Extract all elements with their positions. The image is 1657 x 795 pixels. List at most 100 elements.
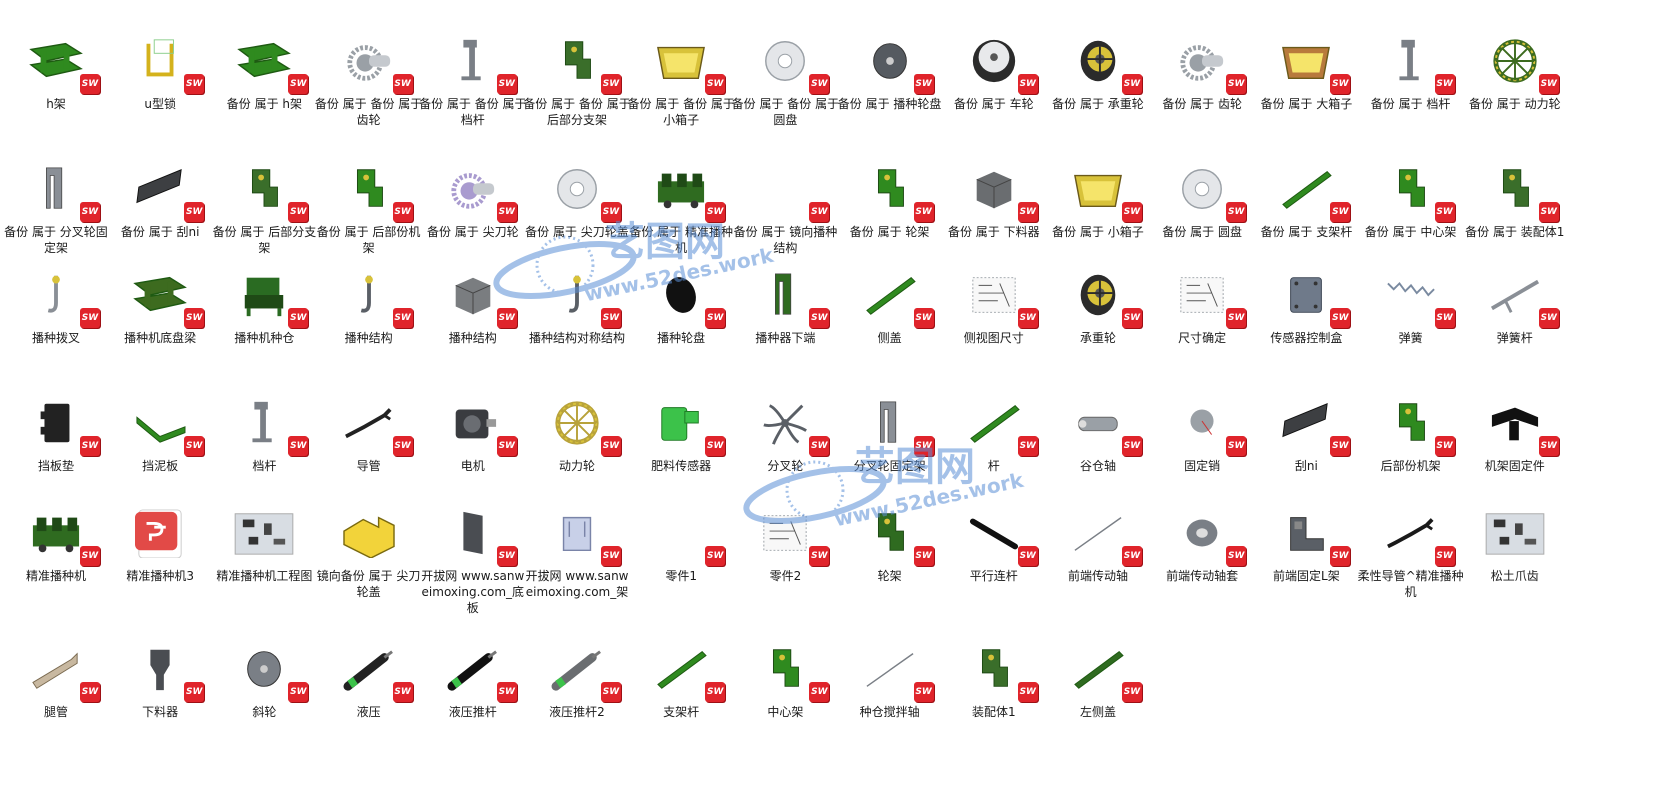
- file-thumbnail: SW: [531, 28, 623, 94]
- box-icon: [1074, 174, 1122, 208]
- file-name-label: 精准播种机3: [126, 569, 194, 583]
- file-item[interactable]: 松土爪齿: [1461, 500, 1569, 584]
- file-thumbnail: SW: [114, 156, 206, 222]
- file-thumbnail: SW: [1156, 262, 1248, 328]
- file-name-label: 备份 属于 分叉轮固定架: [4, 225, 108, 255]
- file-thumbnail: SW: [844, 500, 936, 566]
- file-item[interactable]: 精准播种机工程图: [210, 500, 318, 584]
- plate-v-icon: [46, 167, 63, 209]
- solidworks-badge-icon: SW: [809, 308, 830, 328]
- file-name-label: 肥料传感器: [651, 459, 712, 473]
- file-item[interactable]: 精准播种机3: [106, 500, 214, 584]
- file-name-label: 挡板垫: [37, 459, 74, 473]
- solidworks-badge-icon: SW: [1017, 308, 1038, 328]
- file-name-label: 动力轮: [558, 459, 595, 473]
- file-item[interactable]: 镜向备份 属于 尖刀轮盖: [315, 500, 423, 600]
- tube-icon: [1386, 518, 1434, 549]
